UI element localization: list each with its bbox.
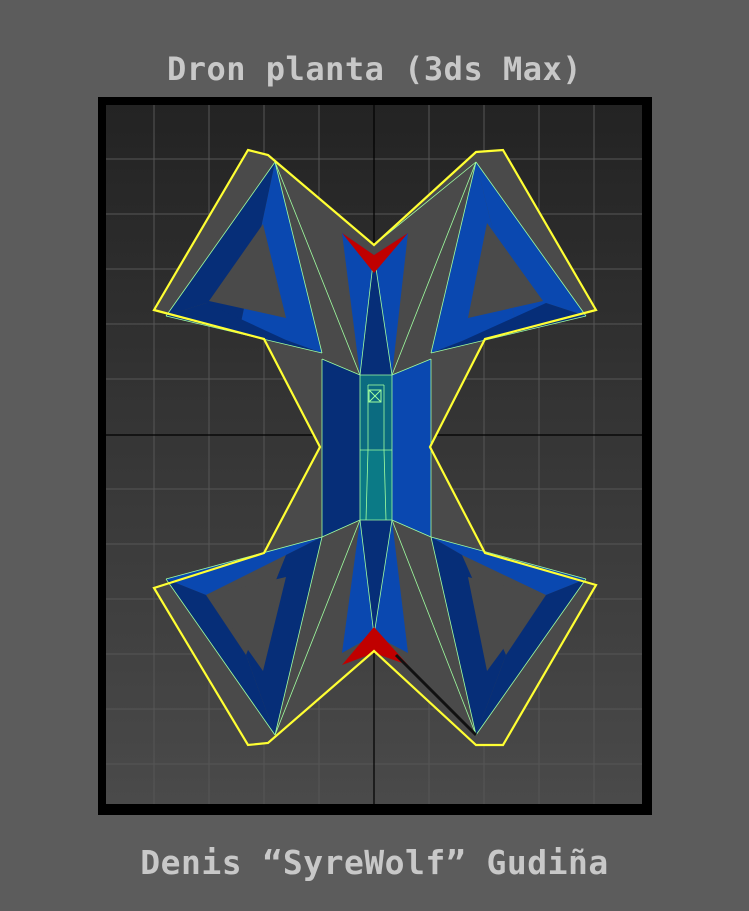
author-credit: Denis “SyreWolf” Gudiña — [140, 843, 609, 882]
page-title: Dron planta (3ds Max) — [166, 50, 583, 88]
central-fuselage[interactable] — [321, 233, 432, 653]
nose-accent-bottom — [342, 627, 408, 665]
viewport-frame — [98, 97, 652, 815]
arm-bottom-right[interactable] — [391, 519, 587, 736]
nose-accent-top — [342, 233, 408, 273]
pivot-gizmo[interactable] — [368, 389, 382, 403]
selection-outline — [152, 148, 598, 747]
arm-bottom-left[interactable] — [165, 519, 361, 736]
arm-top-right[interactable] — [373, 161, 587, 376]
arm-top-left[interactable] — [165, 161, 375, 376]
edge-shadow — [394, 653, 478, 737]
viewport-top-view[interactable] — [106, 105, 642, 804]
